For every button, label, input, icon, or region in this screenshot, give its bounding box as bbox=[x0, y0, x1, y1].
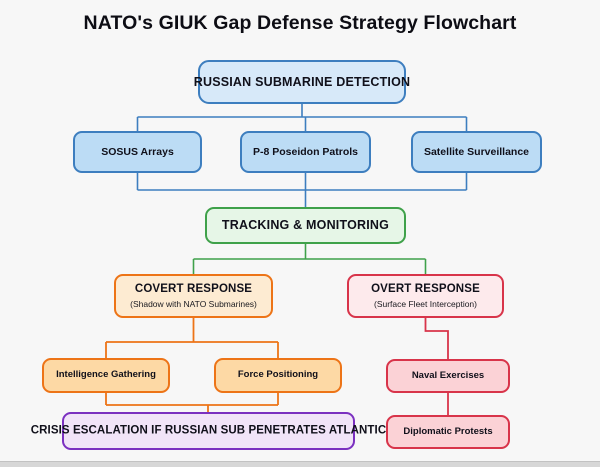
node-label: CRISIS ESCALATION IF RUSSIAN SUB PENETRA… bbox=[30, 424, 387, 437]
node-covert-response[interactable]: COVERT RESPONSE (Shadow with NATO Submar… bbox=[114, 274, 273, 318]
node-overt-response[interactable]: OVERT RESPONSE (Surface Fleet Intercepti… bbox=[347, 274, 504, 318]
node-sosus-arrays[interactable]: SOSUS Arrays bbox=[73, 131, 202, 173]
node-force-positioning[interactable]: Force Positioning bbox=[214, 358, 342, 393]
node-label: COVERT RESPONSE bbox=[134, 283, 253, 296]
node-label: Force Positioning bbox=[237, 369, 319, 381]
node-p8-poseidon-patrols[interactable]: P-8 Poseidon Patrols bbox=[240, 131, 371, 173]
node-russian-submarine-detection[interactable]: RUSSIAN SUBMARINE DETECTION bbox=[194, 60, 410, 104]
page-title: NATO's GIUK Gap Defense Strategy Flowcha… bbox=[83, 12, 517, 34]
node-naval-exercises[interactable]: Naval Exercises bbox=[386, 359, 510, 393]
node-tracking-monitoring[interactable]: TRACKING & MONITORING bbox=[205, 207, 406, 244]
node-intelligence-gathering[interactable]: Intelligence Gathering bbox=[42, 358, 170, 393]
node-crisis-escalation[interactable]: CRISIS ESCALATION IF RUSSIAN SUB PENETRA… bbox=[31, 412, 386, 450]
node-label: Intelligence Gathering bbox=[56, 369, 156, 381]
node-label: TRACKING & MONITORING bbox=[221, 218, 390, 233]
node-label: Diplomatic Protests bbox=[403, 425, 493, 437]
node-label: SOSUS Arrays bbox=[101, 145, 174, 158]
node-label: Naval Exercises bbox=[411, 369, 485, 381]
window-bottom-scrollbar[interactable] bbox=[0, 461, 600, 467]
node-label: OVERT RESPONSE bbox=[371, 283, 480, 296]
node-satellite-surveillance[interactable]: Satellite Surveillance bbox=[411, 131, 542, 173]
node-label: RUSSIAN SUBMARINE DETECTION bbox=[193, 74, 411, 89]
edge-group-tracking bbox=[192, 244, 427, 274]
node-label: Satellite Surveillance bbox=[423, 145, 530, 158]
node-sublabel: (Shadow with NATO Submarines) bbox=[130, 298, 257, 309]
node-diplomatic-protests[interactable]: Diplomatic Protests bbox=[386, 415, 510, 449]
node-label: P-8 Poseidon Patrols bbox=[252, 145, 359, 158]
edge-overt-to-naval bbox=[424, 318, 449, 359]
node-sublabel: (Surface Fleet Interception) bbox=[374, 298, 477, 309]
